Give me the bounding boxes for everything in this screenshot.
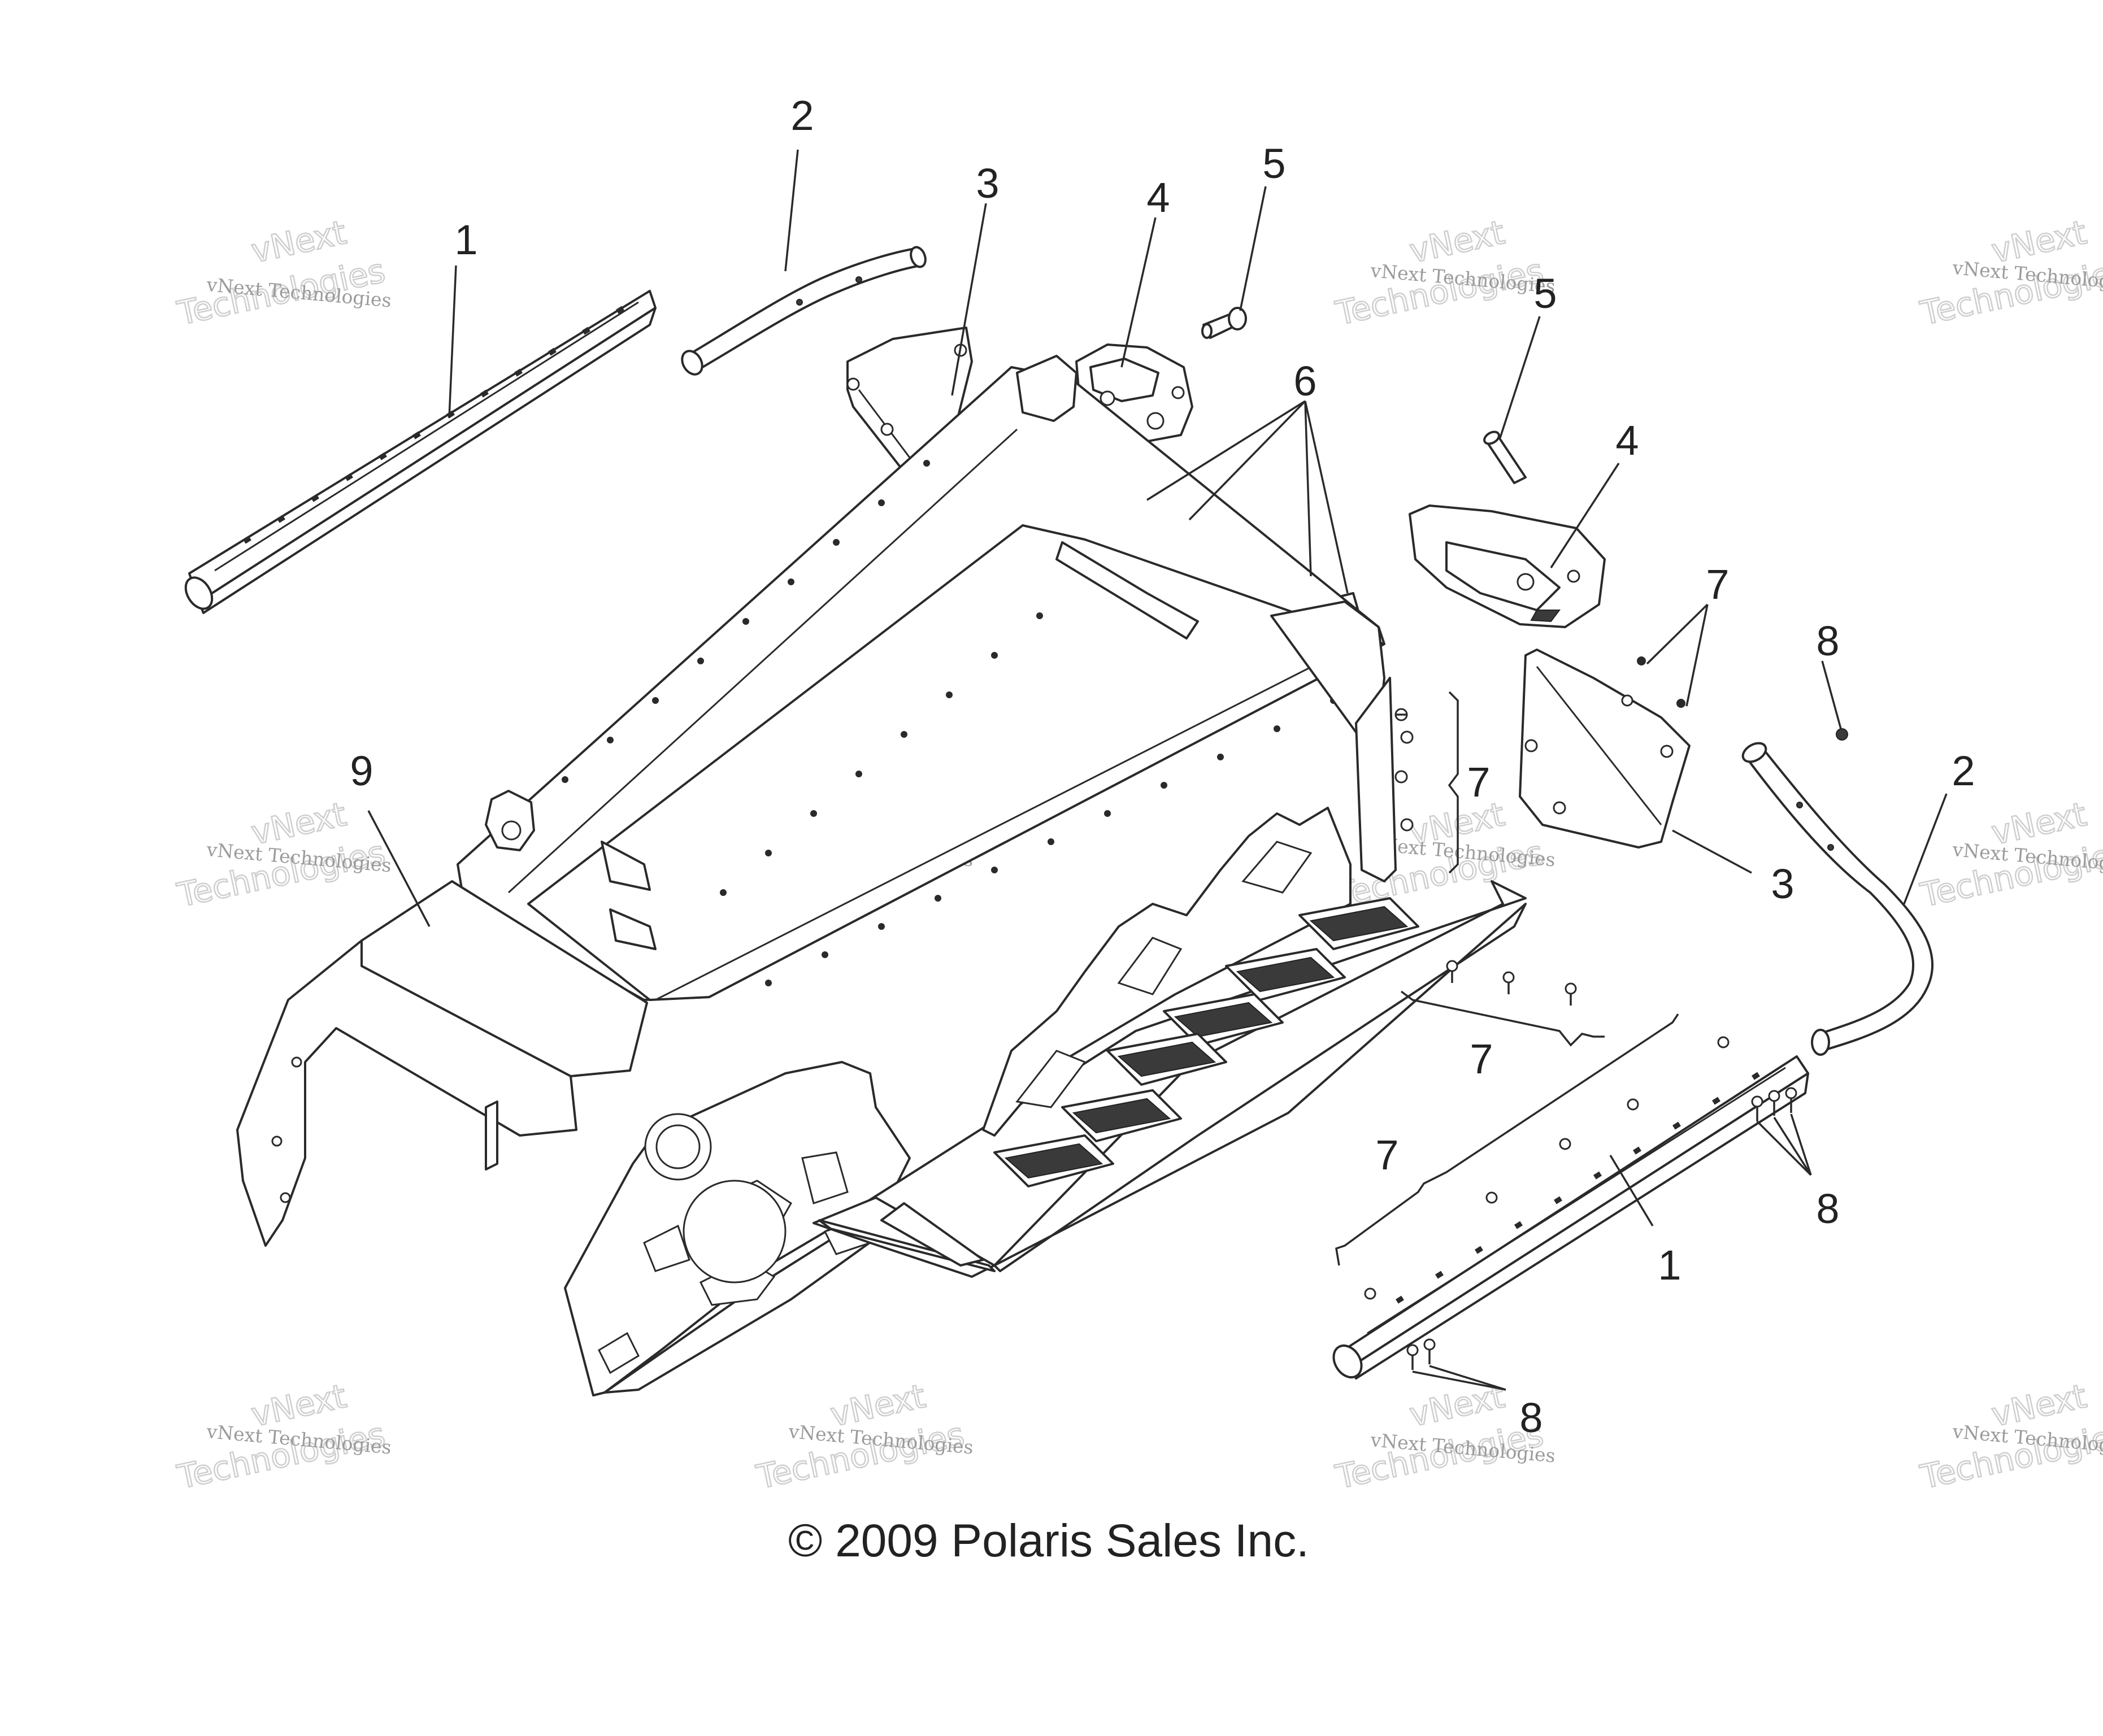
callout-2b: 2: [1952, 747, 1975, 794]
part-2-tube-upper: [681, 246, 927, 376]
part-7-bolts-floor: [1446, 960, 1577, 1006]
part-5-pin-upper: [1201, 307, 1247, 339]
part-3-gusset-right: [1519, 649, 1691, 849]
callout-7: 7: [1706, 561, 1729, 608]
tunnel-rivets: [562, 460, 1337, 986]
watermark: Technologies vNext vNext Technologies: [1917, 794, 2103, 915]
running-board: [812, 807, 1527, 1278]
watermark: Technologies vNext vNext Technologies: [173, 1376, 393, 1497]
callout-8b: 8: [1816, 1185, 1839, 1232]
tunnel-assembly: [457, 355, 1397, 1001]
part-1-rail-lower: [1332, 1055, 1809, 1380]
callout-5b: 5: [1533, 270, 1557, 317]
part-7-screws-rail: [1364, 1036, 1730, 1300]
side-panel-front: [564, 1061, 933, 1396]
watermark: Technologies vNext vNext Technologies: [1917, 212, 2103, 333]
part-4-block-right: [1409, 504, 1606, 628]
callout-7b: 7: [1467, 759, 1490, 806]
watermark: Technologies vNext vNext Technologies: [753, 1376, 975, 1497]
rail-slots: [1395, 1072, 1760, 1304]
callout-2: 2: [790, 92, 814, 139]
part-9-front-panel: [236, 880, 648, 1247]
callout-leaders: [367, 149, 1948, 1391]
callout-labels: 1 2 3 4 5 5 4 6 7 8 2 9 7 3 7 7 8 1 8: [350, 92, 1975, 1441]
floor-slots: [993, 897, 1419, 1187]
callout-8: 8: [1816, 617, 1839, 664]
part-8-screws-right: [1751, 1087, 1797, 1121]
callout-3b: 3: [1771, 860, 1794, 907]
callout-7d: 7: [1375, 1132, 1398, 1178]
callout-7c: 7: [1470, 1035, 1493, 1082]
part-5-pin-right: [1483, 430, 1527, 484]
copyright-notice: © 2009 Polaris Sales Inc.: [788, 1515, 1309, 1567]
callout-3: 3: [976, 160, 999, 207]
callout-5: 5: [1262, 140, 1285, 187]
callout-6: 6: [1293, 358, 1316, 404]
part-7-bolts-vertical: [1394, 708, 1414, 832]
part-8-screws-lower: [1406, 1338, 1436, 1370]
part-1-rail-left: [184, 290, 657, 614]
watermark: Technologies vNext vNext Technologies: [1917, 1376, 2103, 1497]
callout-8c: 8: [1519, 1394, 1543, 1441]
callout-1b: 1: [1658, 1242, 1681, 1289]
part-2-tube-right: [1741, 742, 1934, 1056]
part-7-rivets-right: [1637, 656, 1685, 708]
part-8-nut-upper: [1836, 728, 1848, 741]
callout-4: 4: [1146, 174, 1170, 221]
callout-4b: 4: [1615, 417, 1639, 464]
watermark: Technologies vNext vNext Technologies: [173, 212, 393, 333]
watermark: Technologies vNext vNext Technologies: [173, 794, 393, 915]
leader-brackets: [1335, 691, 1679, 1266]
callout-1: 1: [454, 216, 477, 263]
callout-9: 9: [350, 747, 373, 794]
watermark: Technologies vNext vNext Technologies: [1332, 212, 1557, 333]
